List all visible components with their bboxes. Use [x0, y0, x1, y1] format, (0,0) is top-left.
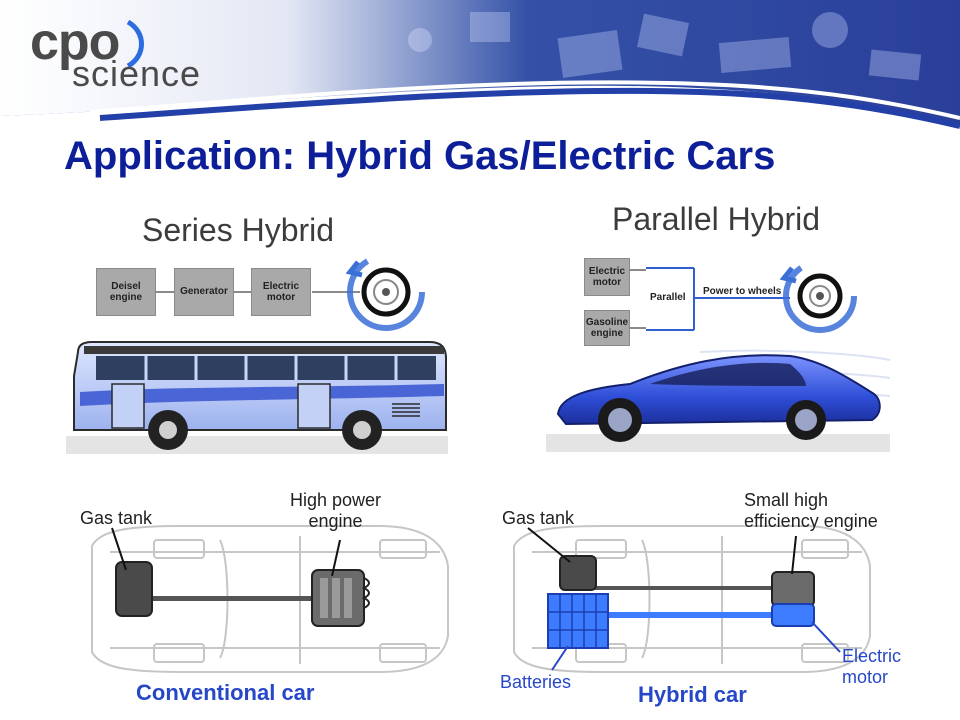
batteries-label: Batteries [500, 672, 572, 692]
logo-science: science [72, 53, 202, 94]
conventional-engine-label: High power engine [290, 490, 382, 531]
series-hybrid-title: Series Hybrid [142, 212, 335, 248]
flow-box-diesel-engine: Deisel engine [96, 268, 156, 316]
conventional-car-caption: Conventional car [136, 680, 315, 705]
hybrid-engine-label: Small high efficiency engine [744, 490, 878, 531]
power-to-wheels-label: Power to wheels [703, 286, 782, 297]
hybrid-car-caption: Hybrid car [638, 682, 747, 707]
page-title: Application: Hybrid Gas/Electric Cars [64, 134, 776, 178]
flow-box-parallel-electric-motor: Electric motor [584, 258, 630, 296]
flow-box-gasoline-engine: Gasoline engine [584, 310, 630, 346]
hybrid-gas-tank-label: Gas tank [502, 508, 575, 528]
conventional-gas-tank-label: Gas tank [80, 508, 153, 528]
parallel-junction-label: Parallel [650, 292, 686, 303]
logo-cpo: cpo [30, 13, 120, 71]
parallel-hybrid-title: Parallel Hybrid [612, 201, 821, 237]
flow-box-electric-motor: Electric motor [251, 268, 311, 316]
flow-box-generator: Generator [174, 268, 234, 316]
electric-motor-label: Electric motor [842, 646, 902, 687]
header-banner [0, 0, 960, 129]
